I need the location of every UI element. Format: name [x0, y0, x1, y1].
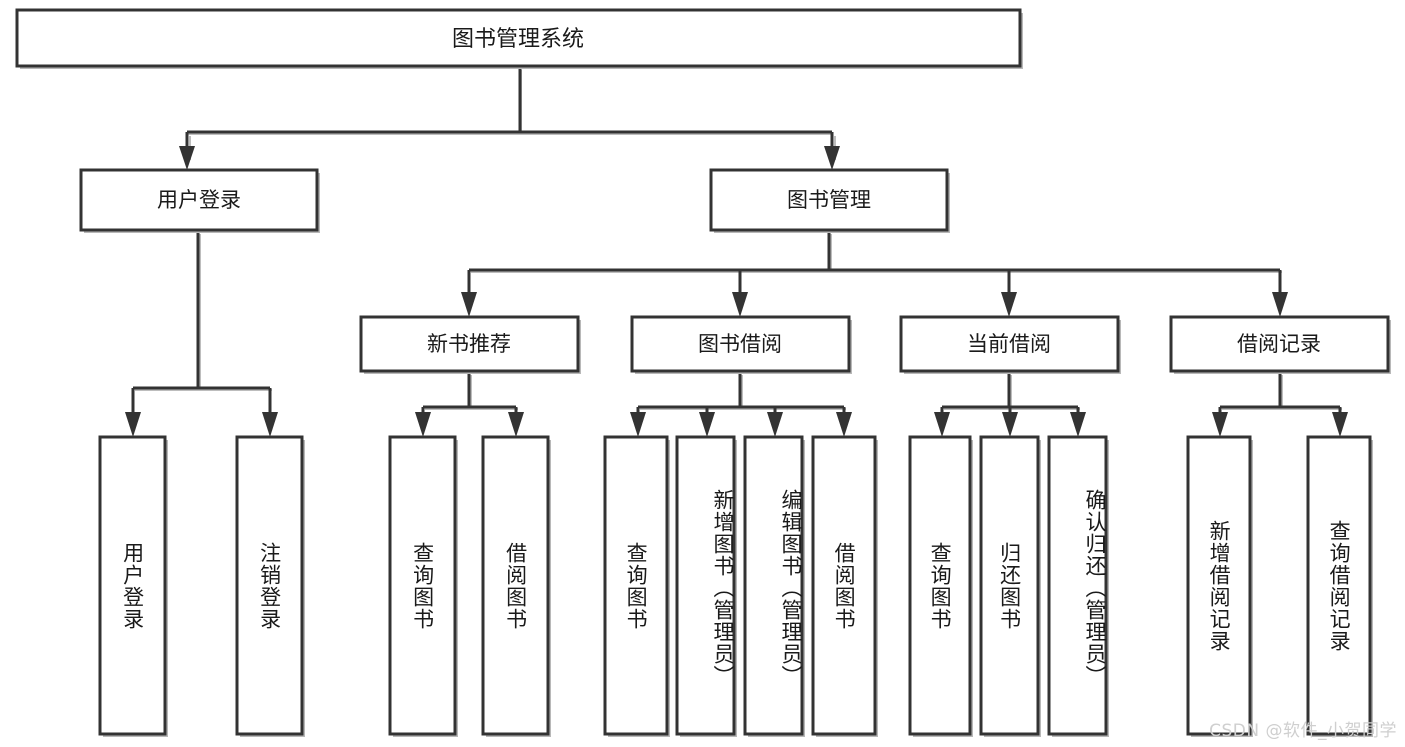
connector-userlogin-to-leaves [125, 232, 278, 437]
node-leaf-borrow-book-2[interactable] [811, 435, 878, 737]
node-leaf-add-record[interactable] [1186, 435, 1253, 737]
node-book-borrow[interactable]: 图书借阅 [630, 315, 852, 374]
node-leaf-query-book-2[interactable] [603, 435, 670, 737]
connector-newbook-to-leaves [415, 373, 524, 437]
node-user-login-label: 用户登录 [157, 188, 241, 212]
node-borrow-record[interactable]: 借阅记录 [1169, 315, 1391, 374]
node-root-label: 图书管理系统 [452, 27, 584, 52]
connectors-layer [125, 68, 1348, 437]
node-book-manage[interactable]: 图书管理 [709, 168, 950, 233]
csdn-watermark: CSDN @软件_小贺同学 [1209, 721, 1397, 741]
node-leaf-query-book-3[interactable] [908, 435, 973, 737]
node-leaf-return-book[interactable] [979, 435, 1041, 737]
node-leaf-confirm-return[interactable] [1047, 435, 1109, 737]
connector-bookmanage-to-level3 [461, 232, 1288, 317]
node-current-borrow-label: 当前借阅 [967, 332, 1051, 356]
node-leaf-logout[interactable] [235, 435, 305, 737]
node-book-manage-label: 图书管理 [787, 188, 871, 212]
node-leaf-add-book[interactable] [675, 435, 737, 737]
leaf-boxes-layer [98, 435, 1373, 737]
node-new-book-rec[interactable]: 新书推荐 [359, 315, 581, 374]
connector-borrowrecord-to-leaves [1212, 373, 1348, 437]
node-leaf-query-record[interactable] [1306, 435, 1373, 737]
connector-bookborrow-to-leaves [630, 373, 852, 437]
node-borrow-record-label: 借阅记录 [1237, 332, 1321, 356]
node-root[interactable]: 图书管理系统 [15, 8, 1023, 69]
node-user-login[interactable]: 用户登录 [79, 168, 320, 233]
connector-currentborrow-to-leaves [934, 373, 1086, 437]
node-new-book-rec-label: 新书推荐 [427, 332, 511, 356]
node-leaf-edit-book[interactable] [743, 435, 805, 737]
node-current-borrow[interactable]: 当前借阅 [899, 315, 1121, 374]
connector-root-to-level2 [179, 68, 840, 170]
node-book-borrow-label: 图书借阅 [698, 332, 782, 356]
node-leaf-query-book-1[interactable] [388, 435, 458, 737]
node-leaf-user-login[interactable] [98, 435, 168, 737]
node-leaf-borrow-book-1[interactable] [481, 435, 551, 737]
